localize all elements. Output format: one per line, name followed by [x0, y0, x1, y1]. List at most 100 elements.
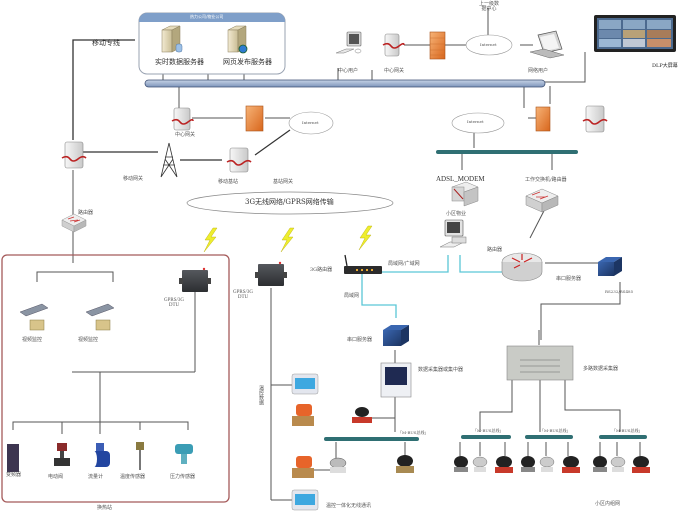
meter-icon [396, 455, 414, 473]
internet-mid-label: Internet [302, 120, 319, 125]
serial-server-label-text: 串口服务器 [556, 276, 582, 282]
center-gateway-label: 中心网关 [384, 68, 405, 74]
3g-router-icon [344, 254, 382, 274]
meter-icon [329, 457, 347, 473]
serial-server-icon [598, 257, 622, 276]
base-gateway-label: 基站网关 [273, 179, 294, 185]
mbus-bar-b [525, 435, 573, 439]
web-server-icon [227, 25, 248, 54]
mbus-c-label: 「M-BUS总线」 [612, 428, 643, 433]
valve-actuator-1-icon [292, 404, 314, 426]
internet-top-label: Internet [480, 42, 497, 47]
network-user-label: 网络用户 [528, 68, 549, 74]
internet-cloud-right [451, 112, 505, 134]
lan-label: 局域网 [344, 293, 360, 299]
mbus-b-label: 「M-BUS总线」 [540, 428, 571, 433]
wireless-network-label: 3G无线网络/GPRS网络传输 [245, 198, 334, 206]
realtime-server-icon [161, 25, 183, 53]
meter-icon [632, 456, 650, 473]
video-monitor-1-label: 视频监控 [22, 337, 43, 343]
mobile-gateway-label: 移动网关 [123, 176, 144, 182]
community-property-label: 小区物业 [446, 211, 467, 217]
upper-datacenter-label: 上一级数据中心 [478, 1, 499, 12]
dtu-1-label: GPRS/3G DTU [163, 298, 184, 308]
mobile-line-label: 移动专线 [92, 39, 120, 47]
mobile-base-label: 移动基站 [218, 179, 239, 185]
meter-icon [454, 456, 468, 472]
wireless-network-cloud [186, 191, 394, 215]
dtu-2-icon [255, 261, 287, 286]
electric-valve-icon [54, 443, 70, 466]
dlp-screen-icon [594, 15, 676, 52]
internet-right-label: Internet [467, 119, 484, 124]
serial-port-tag: RS232/RS485 [605, 289, 634, 294]
meter-icon [539, 456, 555, 472]
work-switch-label: 工作交换机/路由器 [525, 177, 567, 183]
meter-icon [495, 456, 513, 473]
mbus-bar-c [599, 435, 647, 439]
collector-label: 数据采集器或集中器 [418, 367, 464, 373]
lan-bus [436, 150, 578, 154]
temp-wireless-label: 温控一体化无线通讯 [326, 503, 372, 509]
exchange-station-box [1, 254, 230, 503]
firewall-icon [429, 31, 446, 60]
dlp-screen-label: DLP大屏幕 [652, 63, 678, 69]
internet-cloud-top [465, 34, 513, 56]
mobile-router-icon [61, 141, 87, 169]
thermostat-2-icon [291, 489, 319, 511]
exchange-station-title: 换热站 [97, 505, 113, 511]
center-user-pc-icon [335, 31, 362, 54]
community-network-label: 小区内组网 [595, 501, 621, 507]
work-switch-icon [525, 188, 559, 213]
meter-icon [352, 407, 372, 423]
multi-collector-icon [506, 345, 574, 381]
serial-server-2-icon [383, 325, 409, 346]
laptop-icon [529, 30, 565, 59]
multi-collector-label: 多路数据采集器 [583, 366, 619, 372]
switch-icon [61, 213, 87, 233]
mbus-bar-1 [324, 437, 419, 441]
camera-2-icon [85, 303, 115, 331]
server-group-title: 热力公司/物业公司 [190, 14, 224, 19]
video-monitor-2-label: 视频监控 [78, 337, 99, 343]
center-user-label: 中心用户 [338, 68, 359, 74]
water-meters [329, 407, 650, 473]
device-label-electric-valve: 电动阀 [48, 474, 64, 480]
dtu-1-icon [179, 267, 211, 292]
lightning-icons [203, 225, 373, 253]
center-bus [144, 79, 546, 88]
device-label-temp-sensor: 温度传感器 [120, 474, 146, 480]
center-gateway-icon [382, 33, 405, 57]
tower-icon [160, 142, 178, 178]
firewall-3-icon [535, 106, 551, 132]
meter-icon [562, 456, 580, 473]
device-label-pressure-sensor: 压力传感器 [170, 474, 196, 480]
realtime-server-label: 实时数据服务器 [155, 58, 204, 66]
lan-lines [361, 255, 505, 318]
gateway-right-icon [582, 105, 608, 133]
community-pc-icon [439, 219, 467, 248]
center-gateway-2-icon [171, 107, 194, 131]
device-label-flowmeter: 流量计 [88, 474, 104, 480]
temp-data-label: 温控数据 [258, 385, 264, 405]
inverter-icon [7, 444, 19, 472]
adsl-modem-label: ADSL_MODEM [436, 175, 485, 183]
meter-icon [472, 456, 488, 472]
dtu-2-label: GPRS/3G DTU [232, 290, 253, 300]
data-collector-icon [380, 362, 412, 398]
3g-router-label: 3G路由器 [310, 267, 333, 273]
flowmeter-icon [91, 443, 110, 467]
thermostat-1-icon [291, 373, 319, 395]
mbus-a-label: 「M-BUS总线」 [473, 428, 504, 433]
temperature-sensor-icon [136, 442, 144, 470]
adsl-modem-icon [451, 181, 479, 207]
mbus-bar-a [461, 435, 511, 439]
serial-server-2-label: 串口服务器 [347, 337, 373, 343]
meter-icon [593, 456, 607, 472]
pressure-sensor-icon [175, 444, 193, 464]
device-label-inverter: 变频器 [6, 472, 22, 478]
mbus-1-label: 「M-BUS总线」 [398, 430, 429, 435]
meter-icon [610, 456, 626, 472]
meter-icon [521, 456, 535, 472]
